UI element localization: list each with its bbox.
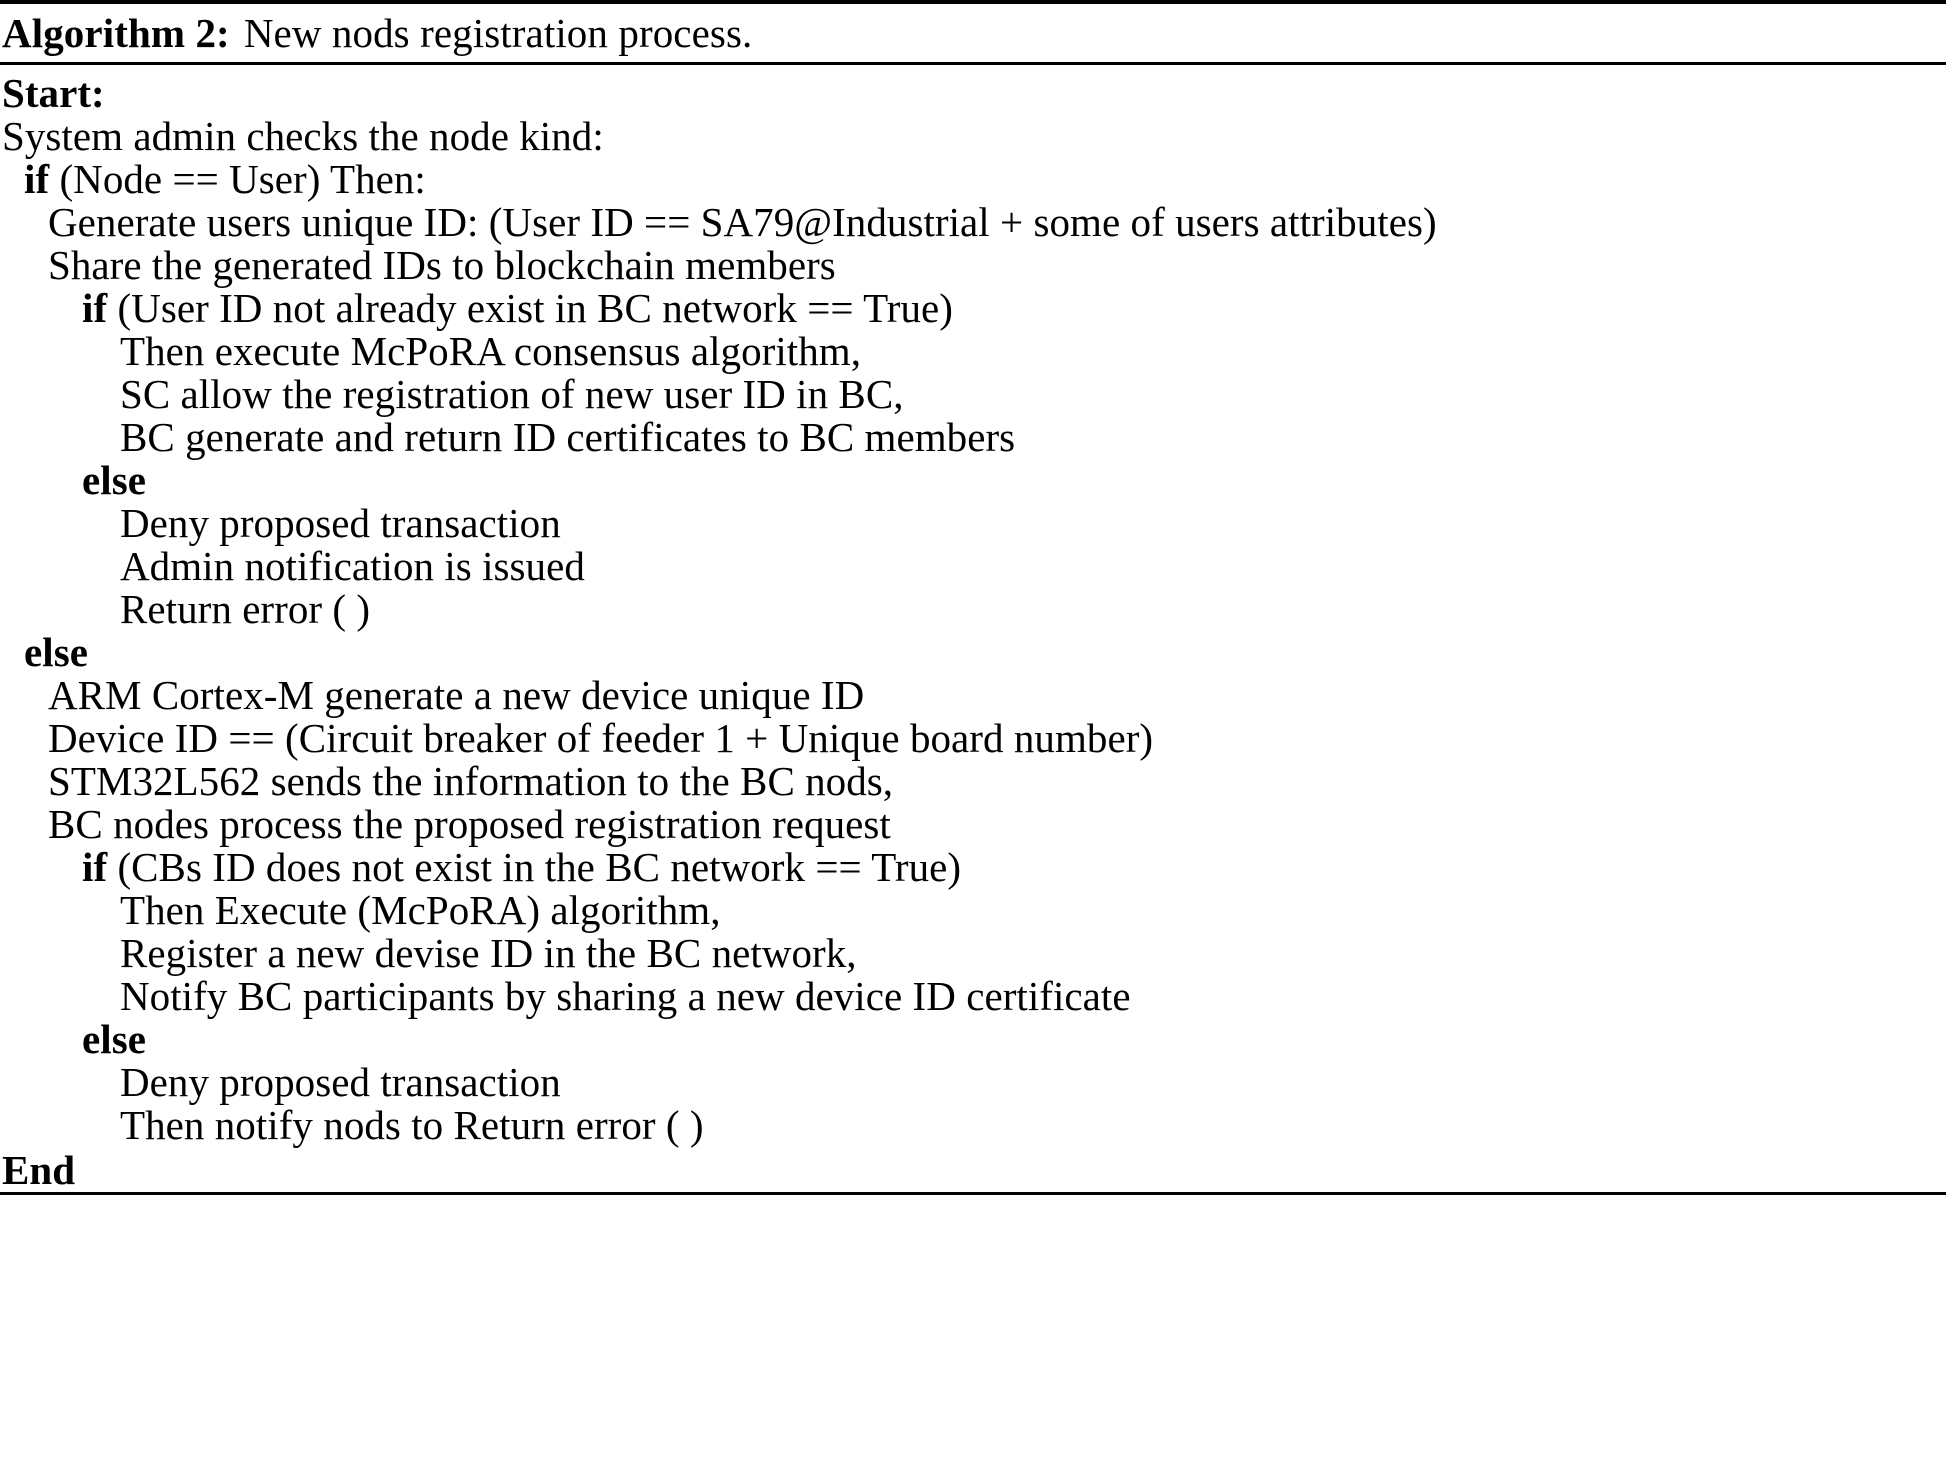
algorithm-line-text: STM32L562 sends the information to the B… (48, 758, 894, 804)
algorithm-caption: Algorithm 2: New nods registration proces… (0, 4, 1946, 62)
algorithm-caption-label: Algorithm 2: (2, 10, 230, 56)
algorithm-keyword: if (24, 156, 50, 202)
algorithm-keyword: if (82, 844, 108, 890)
algorithm-keyword: else (82, 457, 146, 503)
algorithm-keyword: End (2, 1147, 76, 1193)
algorithm-line: else (0, 1018, 1946, 1061)
algorithm-line-text: Device ID == (Circuit breaker of feeder … (48, 715, 1154, 761)
top-rule (0, 0, 1946, 4)
algorithm-line: Admin notification is issued (0, 545, 1946, 588)
algorithm-line-text: Register a new devise ID in the BC netwo… (120, 930, 857, 976)
algorithm-line: Notify BC participants by sharing a new … (0, 975, 1946, 1018)
algorithm-line-text: Notify BC participants by sharing a new … (120, 973, 1131, 1019)
algorithm-line: Then notify nods to Return error ( ) (0, 1104, 1946, 1147)
algorithm-line-text: ARM Cortex-M generate a new device uniqu… (48, 672, 865, 718)
algorithm-line: Register a new devise ID in the BC netwo… (0, 932, 1946, 975)
algorithm-line-text: Share the generated IDs to blockchain me… (48, 242, 836, 288)
algorithm-line-text: Admin notification is issued (120, 543, 585, 589)
algorithm-line: End (0, 1149, 1946, 1192)
algorithm-line-text: Then notify nods to Return error ( ) (120, 1102, 704, 1148)
algorithm-line: Share the generated IDs to blockchain me… (0, 244, 1946, 287)
algorithm-keyword: if (82, 285, 108, 331)
algorithm-line-text: (Node == User) Then: (49, 156, 426, 202)
algorithm-line: BC nodes process the proposed registrati… (0, 803, 1946, 846)
algorithm-line: else (0, 459, 1946, 502)
algorithm-keyword: Start: (2, 70, 105, 116)
algorithm-keyword: else (82, 1016, 146, 1062)
algorithm-line-text: Then execute McPoRA consensus algorithm, (120, 328, 862, 374)
algorithm-line: SC allow the registration of new user ID… (0, 373, 1946, 416)
algorithm-caption-text: New nods registration process. (243, 10, 753, 56)
algorithm-line: Return error ( ) (0, 588, 1946, 631)
algorithm-line: Generate users unique ID: (User ID == SA… (0, 201, 1946, 244)
algorithm-block: Algorithm 2: New nods registration proces… (0, 0, 1946, 1195)
algorithm-line-text: SC allow the registration of new user ID… (120, 371, 904, 417)
algorithm-body: Start:System admin checks the node kind:… (0, 65, 1946, 1192)
algorithm-line-text: Deny proposed transaction (120, 500, 561, 546)
algorithm-line: if (Node == User) Then: (0, 158, 1946, 201)
algorithm-line: if (User ID not already exist in BC netw… (0, 287, 1946, 330)
algorithm-line-text: Generate users unique ID: (User ID == SA… (48, 199, 1437, 245)
algorithm-line: BC generate and return ID certificates t… (0, 416, 1946, 459)
algorithm-line: if (CBs ID does not exist in the BC netw… (0, 846, 1946, 889)
algorithm-line-text: BC nodes process the proposed registrati… (48, 801, 891, 847)
algorithm-line: Start: (0, 72, 1946, 115)
algorithm-line: Deny proposed transaction (0, 1061, 1946, 1104)
algorithm-line: STM32L562 sends the information to the B… (0, 760, 1946, 803)
caption-rule (0, 62, 1946, 65)
algorithm-line-text: Return error ( ) (120, 586, 371, 632)
algorithm-line-text: Deny proposed transaction (120, 1059, 561, 1105)
algorithm-keyword: else (24, 629, 88, 675)
algorithm-line-text: BC generate and return ID certificates t… (120, 414, 1016, 460)
algorithm-line-text: System admin checks the node kind: (2, 113, 604, 159)
algorithm-line-text: (User ID not already exist in BC network… (107, 285, 953, 331)
algorithm-line: Deny proposed transaction (0, 502, 1946, 545)
algorithm-line: Then Execute (McPoRA) algorithm, (0, 889, 1946, 932)
bottom-rule (0, 1192, 1946, 1195)
algorithm-line: Device ID == (Circuit breaker of feeder … (0, 717, 1946, 760)
algorithm-line-text: Then Execute (McPoRA) algorithm, (120, 887, 721, 933)
algorithm-line-text: (CBs ID does not exist in the BC network… (107, 844, 962, 890)
algorithm-line: else (0, 631, 1946, 674)
algorithm-line: Then execute McPoRA consensus algorithm, (0, 330, 1946, 373)
algorithm-line: System admin checks the node kind: (0, 115, 1946, 158)
algorithm-line: ARM Cortex-M generate a new device uniqu… (0, 674, 1946, 717)
